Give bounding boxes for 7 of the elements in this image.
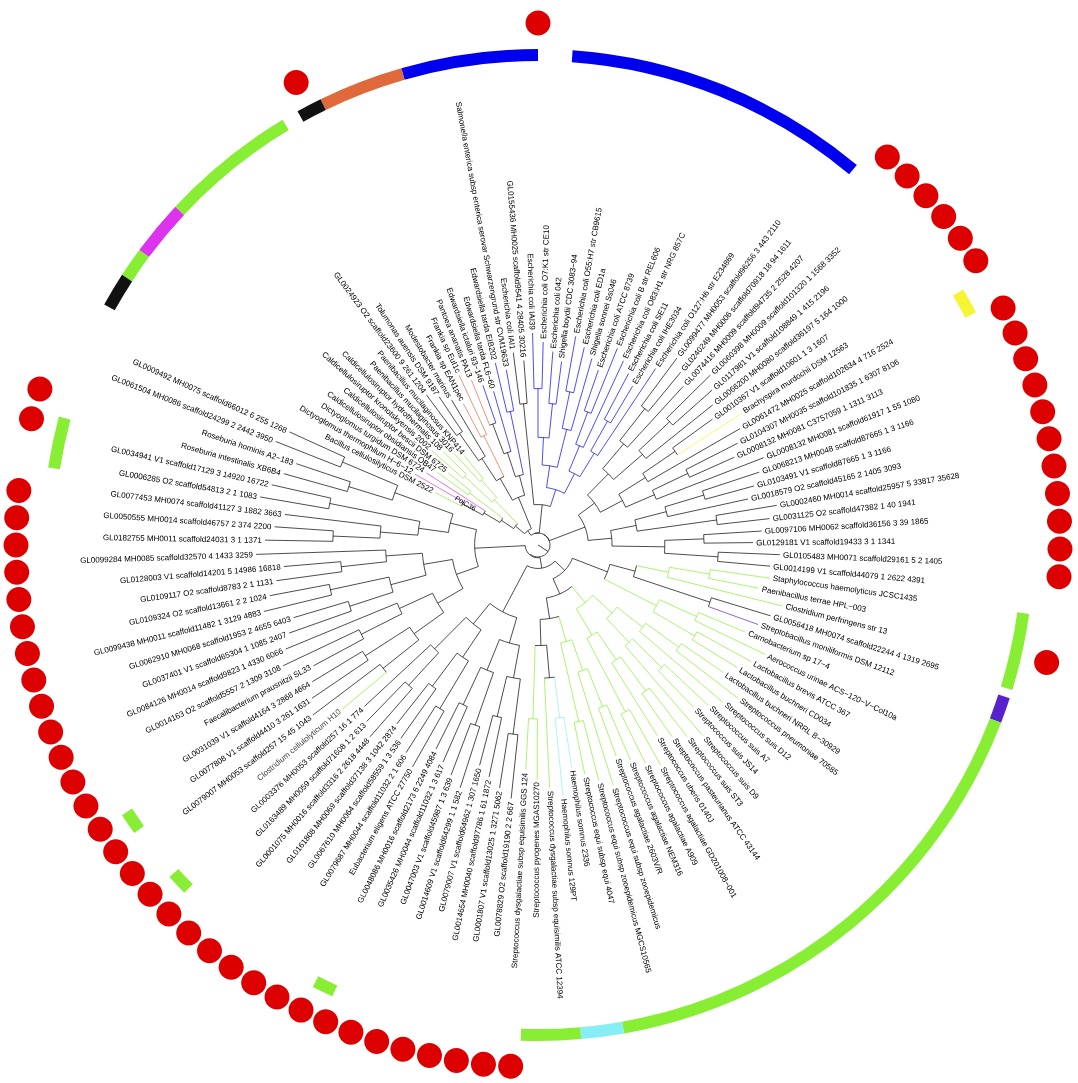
taxon-label: GL0099284 MH0085 scaffold32570 4 1433 3259 bbox=[80, 551, 253, 564]
taxon-label: GL0105483 MH0071 scaffold29161 5 2 1405 bbox=[783, 552, 942, 564]
taxon-label: Escherichia coli O7:K1 str CE10 bbox=[540, 225, 550, 339]
taxon-label: Escherichia coli IAI39 bbox=[527, 254, 536, 330]
taxon-label: GL0129181 V1 scaffold19433 3 1 1341 bbox=[756, 538, 895, 546]
taxon-label: Streptococcus pyogenes MGAS10270 bbox=[533, 782, 541, 918]
taxon-label: GL0182755 MH0011 scaffold24031 3 1 1371 bbox=[103, 534, 262, 543]
